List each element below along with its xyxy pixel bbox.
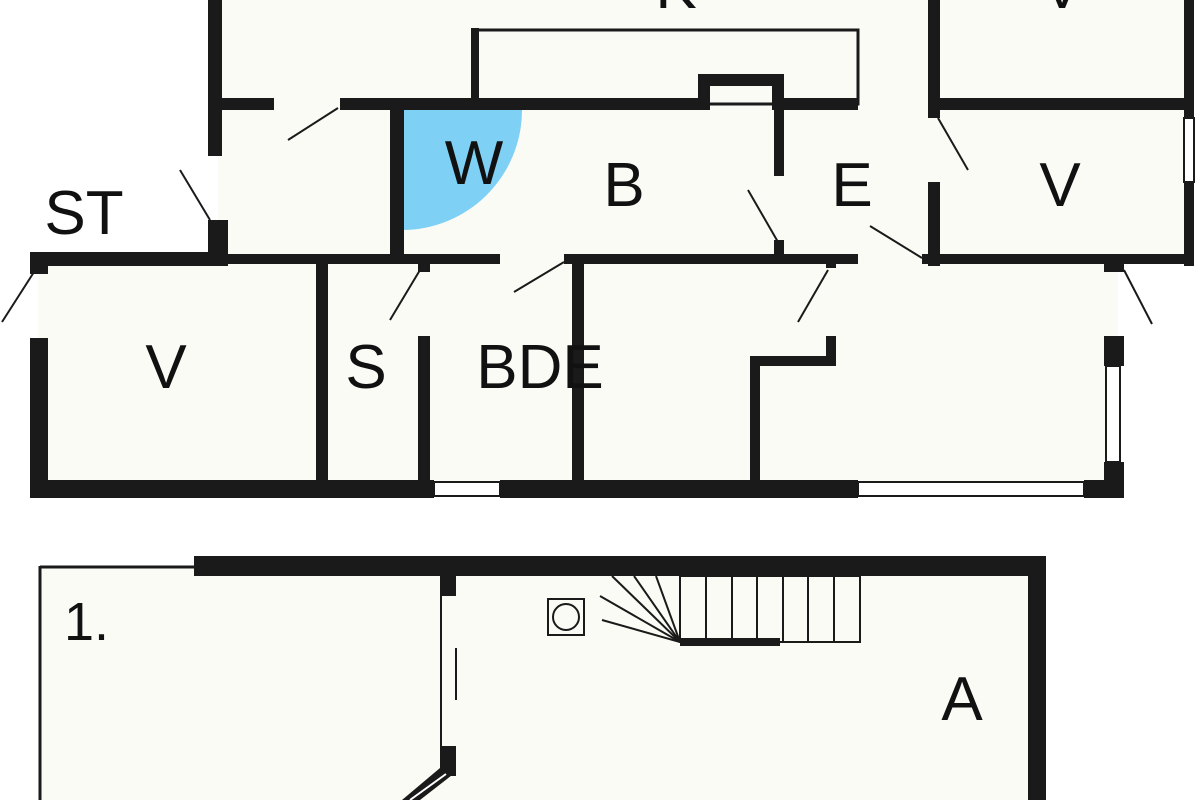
label-entrance: E — [831, 151, 872, 220]
wall — [784, 98, 858, 110]
label-bedroom-right: V — [1039, 151, 1081, 220]
staircase — [599, 575, 861, 646]
room-right-bedroom-floor — [934, 104, 1186, 260]
wall — [826, 336, 836, 366]
upper-floor-fill — [40, 568, 1036, 800]
stair-winder — [601, 619, 681, 643]
door-swing — [287, 107, 339, 141]
wall — [928, 110, 940, 118]
room-entrance-floor — [782, 104, 934, 260]
stair-winder — [633, 575, 681, 643]
wall — [418, 258, 430, 272]
wall — [774, 240, 784, 260]
door-swing — [179, 169, 211, 221]
wall — [928, 98, 1190, 110]
wall — [30, 252, 228, 266]
wall — [208, 0, 222, 104]
wall — [772, 74, 784, 110]
stair-edge — [680, 638, 780, 646]
label-bedroom-top-right: V — [1041, 0, 1083, 22]
wall — [194, 556, 1046, 576]
wall — [750, 356, 836, 366]
door-swing — [389, 269, 421, 321]
wall — [1104, 254, 1124, 272]
wall — [500, 480, 858, 498]
door-swings — [1, 107, 1153, 325]
stove-icon-circle — [552, 603, 580, 631]
wall — [30, 252, 48, 274]
window — [1105, 365, 1121, 463]
wall — [698, 74, 710, 110]
wall — [922, 254, 1194, 264]
wall — [390, 104, 404, 260]
wall — [1104, 336, 1124, 366]
label-bath: B — [603, 151, 644, 220]
wall — [1184, 0, 1194, 118]
wall — [340, 98, 700, 110]
wall — [826, 258, 836, 268]
stove-icon — [547, 598, 585, 636]
stair-winder — [655, 575, 681, 643]
label-upper-floor: 1. — [64, 592, 109, 652]
label-shower-dressing: BDE — [476, 333, 603, 402]
wall — [208, 104, 222, 156]
door-swing — [1123, 269, 1153, 325]
door-swing — [869, 225, 923, 259]
wall — [572, 258, 584, 488]
wall — [1184, 182, 1194, 266]
stair-winder — [611, 575, 681, 643]
ground-floor: K V W B E V ST V S BDE — [1, 0, 1195, 498]
wall — [30, 338, 48, 498]
window — [1183, 117, 1195, 183]
wc-highlight — [402, 110, 522, 230]
label-attic-room: A — [941, 665, 983, 734]
wall — [316, 258, 328, 488]
room-top-right-floor — [936, 0, 1186, 104]
wall — [774, 104, 784, 176]
wall — [1104, 462, 1124, 498]
label-storage: ST — [44, 179, 123, 248]
wall — [1028, 556, 1046, 800]
room-kitchen-floor — [218, 0, 930, 104]
upper-floor: 1. A — [38, 556, 1046, 800]
label-wc: W — [445, 129, 504, 198]
wall — [698, 74, 784, 86]
label-bedroom-left: V — [145, 333, 187, 402]
wall — [928, 182, 940, 266]
door-swing — [937, 117, 969, 171]
stair-winder — [599, 595, 681, 643]
wall — [928, 0, 940, 112]
wall — [30, 480, 434, 498]
door-swing — [513, 261, 565, 293]
angled-wall-edge — [409, 773, 447, 800]
wall — [418, 336, 430, 488]
door-swing — [747, 189, 779, 243]
wall — [440, 746, 456, 776]
room-hall-floor — [218, 104, 396, 260]
wall — [750, 356, 760, 488]
wall — [564, 254, 858, 264]
door-swing — [797, 269, 829, 323]
window — [857, 481, 1085, 497]
wall — [440, 574, 456, 596]
wall — [208, 98, 274, 110]
kitchen-counter-edge — [471, 28, 479, 104]
label-kitchen: K — [655, 0, 696, 22]
wall — [228, 254, 500, 264]
label-sauna: S — [345, 333, 386, 402]
door-swing — [1, 271, 35, 323]
window — [433, 481, 501, 497]
